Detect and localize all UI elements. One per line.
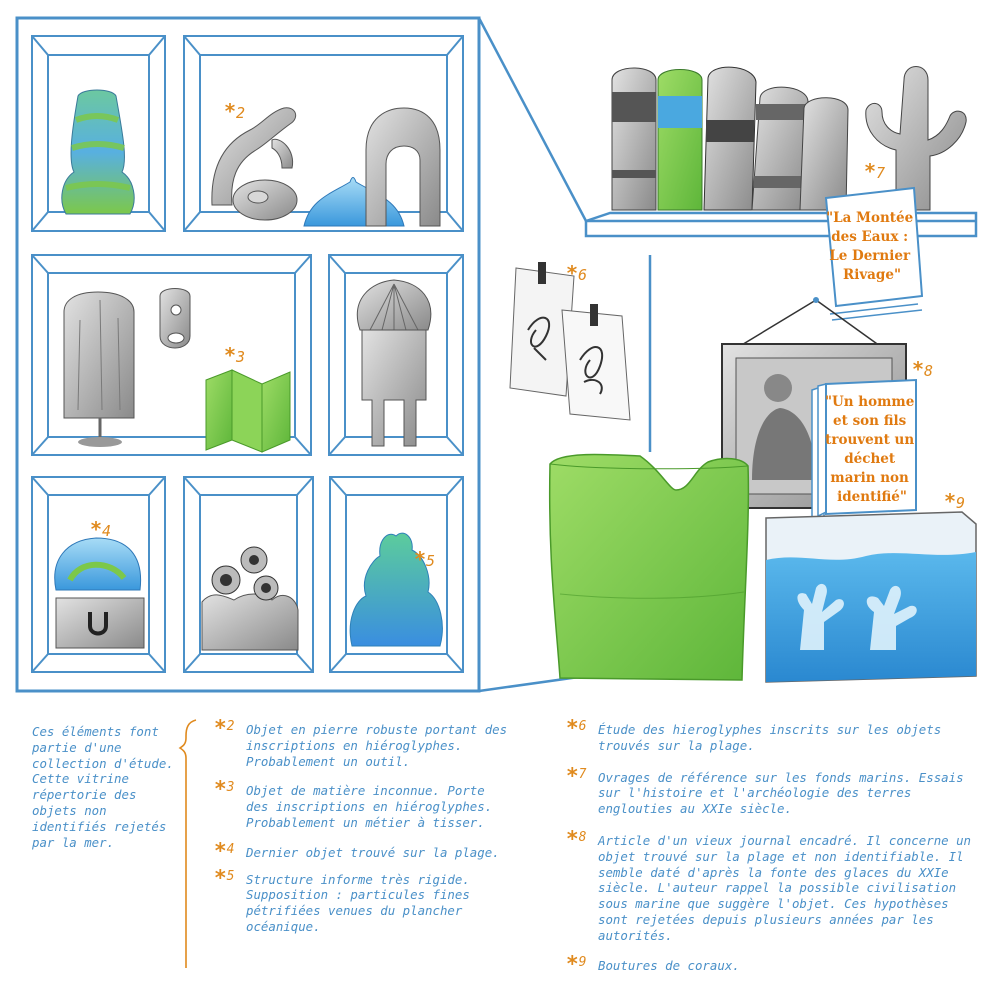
legend-note-9: *9 Boutures de coraux.	[566, 951, 976, 976]
striped-lamp-object	[61, 89, 135, 215]
marker-star: *	[90, 517, 102, 541]
headline-line: trouvent un	[825, 432, 914, 448]
headline-line: "Un homme	[825, 394, 914, 410]
green-loom-object	[205, 369, 291, 453]
note-number: 5	[226, 868, 235, 884]
marker-star: *	[414, 547, 426, 571]
note-star: *	[566, 763, 579, 788]
marker-star: *	[912, 357, 924, 381]
book-title-text: "La Montée des Eaux : Le Dernier Rivage"	[826, 210, 918, 283]
marker-number: 7	[876, 164, 885, 182]
marker-number: 3	[235, 348, 245, 366]
marker-star: *	[864, 159, 876, 183]
stone-tool-object	[211, 107, 298, 221]
legend-note-4: *4 Dernier objet trouvé sur la plage.	[214, 838, 514, 863]
blue-dome-object	[303, 177, 405, 227]
draped-cloth-object	[63, 291, 135, 447]
note-marker: *6	[566, 716, 587, 740]
note-text: Article d'un vieux journal encadré. Il c…	[598, 832, 971, 943]
book-title-line: "La Montée	[826, 210, 913, 226]
headline-line: déchet	[844, 451, 896, 467]
marker-number: 8	[924, 362, 933, 380]
legend-brace	[178, 719, 197, 968]
note-number: 4	[226, 841, 235, 857]
legend-note-2: *2 Objet en pierre robuste portant des i…	[214, 716, 514, 769]
blob-on-box-object	[54, 537, 145, 649]
note-text: Objet de matière inconnue. Porte des ins…	[246, 783, 493, 830]
book-title-banner: "La Montée des Eaux : Le Dernier Rivage"	[824, 186, 924, 321]
note-text: Étude des hieroglyphes inscrits sur les …	[598, 722, 942, 753]
marker-7: *7	[864, 159, 885, 183]
aquarium	[765, 511, 977, 683]
marker-9: *9	[944, 489, 965, 513]
legend-note-3: *3 Objet de matière inconnue. Porte des …	[214, 777, 514, 830]
legend-note-6: *6 Étude des hieroglyphes inscrits sur l…	[566, 716, 976, 754]
note-number: 3	[226, 780, 235, 796]
marker-star: *	[944, 489, 956, 513]
marker-star: *	[566, 261, 578, 285]
coral-branch-sculpture	[865, 66, 967, 211]
marker-number: 4	[102, 522, 111, 540]
books	[611, 66, 849, 211]
newspaper-headline: "Un homme et son fils trouvent un déchet…	[825, 394, 919, 505]
marker-star: *	[224, 343, 236, 367]
note-number: 6	[578, 719, 587, 734]
grey-arch-object	[365, 107, 441, 227]
marker-number: 2	[236, 104, 245, 122]
hieroglyph-sketches	[509, 262, 631, 421]
marker-6: *6	[566, 261, 587, 285]
note-star: *	[214, 716, 227, 740]
headline-line: identifié"	[837, 489, 907, 505]
note-number: 9	[578, 954, 587, 970]
note-star: *	[566, 716, 579, 740]
note-star: *	[214, 838, 227, 863]
green-vessel	[548, 453, 750, 681]
marker-5: *5	[414, 547, 435, 571]
spiral-rock-object	[201, 546, 299, 651]
note-text: Dernier objet trouvé sur la plage.	[246, 844, 500, 860]
note-marker: *4	[214, 838, 235, 863]
note-star: *	[566, 826, 579, 851]
petrified-structure-object	[349, 532, 443, 647]
legend-intro: Ces éléments font partie d'une collectio…	[32, 724, 174, 850]
note-text: Ovrages de référence sur les fonds marin…	[598, 769, 964, 817]
note-star: *	[214, 865, 227, 890]
marker-number: 6	[578, 266, 587, 284]
headline-line: marin non	[830, 470, 909, 486]
marker-star: *	[224, 99, 236, 123]
book-title-line: Le Dernier	[829, 248, 911, 264]
note-text: Structure informe très rigide. Suppositi…	[246, 871, 470, 934]
legend-note-5: *5 Structure informe très rigide. Suppos…	[214, 865, 514, 935]
note-marker: *3	[214, 777, 235, 802]
note-text: Boutures de coraux.	[598, 957, 740, 973]
legend-notes-right: *6 Étude des hieroglyphes inscrits sur l…	[566, 716, 976, 984]
note-number: 7	[578, 766, 587, 782]
note-star: *	[214, 777, 227, 802]
note-marker: *2	[214, 716, 235, 740]
note-marker: *5	[214, 865, 235, 890]
legend-note-8: *8 Article d'un vieux journal encadré. I…	[566, 826, 976, 944]
marker-4: *4	[90, 517, 111, 541]
legend-notes-left: *2 Objet en pierre robuste portant des i…	[214, 716, 514, 946]
newspaper-clipping: "Un homme et son fils trouvent un déchet…	[811, 378, 919, 522]
note-star: *	[566, 951, 579, 976]
marker-number: 9	[956, 494, 965, 512]
marker-3: *3	[224, 343, 245, 367]
marker-8: *8	[912, 357, 933, 381]
fan-pillar-object	[356, 279, 432, 447]
book-title-line: des Eaux :	[831, 229, 908, 245]
illustration: *2 *3 *4 *5 "La Montée des Eaux : Le De	[15, 16, 978, 693]
note-number: 8	[578, 829, 587, 845]
note-marker: *9	[566, 951, 587, 976]
note-text: Objet en pierre robuste portant des insc…	[246, 722, 508, 769]
keyhole-object	[159, 288, 191, 349]
note-marker: *7	[566, 763, 587, 788]
book-title-line: Rivage"	[843, 267, 901, 283]
note-marker: *8	[566, 826, 587, 851]
marker-number: 5	[426, 552, 435, 570]
note-number: 2	[226, 719, 235, 734]
marker-2: *2	[224, 99, 245, 123]
headline-line: et son fils	[833, 413, 907, 429]
legend-note-7: *7 Ovrages de référence sur les fonds ma…	[566, 763, 976, 817]
